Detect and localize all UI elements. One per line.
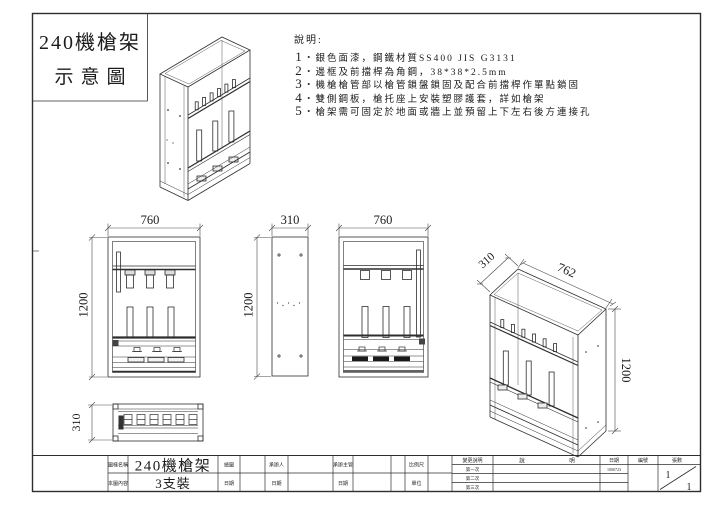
- tb-desc-left: 說: [519, 457, 525, 465]
- tb-sheet-label: 張數: [672, 457, 682, 464]
- tb-rev-row2: 第二次: [466, 475, 480, 482]
- tb-name-label: 圖樣名稱: [108, 462, 128, 469]
- note-item: 2 ‧邊框及前擋桿為角鋼，38*38*2.5mm: [294, 62, 689, 78]
- tb-desc-right: 明: [569, 458, 575, 465]
- iso-view-right: [489, 268, 607, 458]
- tb-date-label: 日期: [609, 458, 619, 464]
- tb-rev-row3: 第三次: [466, 484, 480, 491]
- note-number: 3: [295, 76, 302, 92]
- tb-sheet-num: 1: [666, 470, 671, 481]
- sheet-title-box: 240機槍架 示意圖: [33, 15, 147, 100]
- title-block-texts: 圖樣名稱 本圖內容 240機槍架 3支裝 繪圖 日期 承辦人 日期 承辦主管 日…: [108, 457, 692, 494]
- note-item: 1 ‧銀色面漆，鋼鐵材質SS400 JIS G3131: [294, 49, 689, 64]
- tb-field2-sub: 日期: [271, 481, 281, 487]
- tb-content-label: 本圖內容: [108, 480, 128, 487]
- sheet-border: [31, 12, 702, 493]
- tb-drawing-title-line2: 3支裝: [155, 476, 191, 491]
- dim-side-width: 310: [281, 213, 300, 227]
- title-block-grid: [32, 454, 701, 492]
- dim-iso-width: 762: [555, 260, 578, 280]
- iso-view-left: [159, 36, 251, 201]
- note-number: 2: [295, 62, 302, 78]
- note-text: ‧銀色面漆，鋼鐵材質SS400 JIS G3131: [304, 54, 517, 64]
- dim-side-height: 1200: [242, 293, 256, 318]
- note-item: 3 ‧機槍槍管部以槍管鎖盤鎖固及配合前擋桿作單點鎖固: [294, 76, 689, 92]
- tb-date-value: 1000723: [607, 467, 621, 472]
- dim-iso-depth: 310: [477, 250, 498, 271]
- tb-unit-label: 單位: [411, 480, 421, 487]
- sheet-title-line2: 示意圖: [54, 67, 133, 88]
- tb-rev-header: 變更說明: [462, 457, 482, 464]
- note-number: 1: [295, 49, 302, 64]
- dimensions: [88, 223, 621, 444]
- note-text: ‧雙側鋼板，槍托座上安裝塑膠護套，詳如槍架: [304, 94, 546, 105]
- note-text: ‧邊框及前擋桿為角鋼，38*38*2.5mm: [304, 67, 508, 78]
- rear-view: [338, 236, 429, 378]
- dim-iso-height: 1200: [619, 358, 633, 383]
- tb-number-label: 編號: [638, 457, 648, 464]
- tb-scale-label: 比例尺: [409, 462, 424, 469]
- note-item: 5 ‧槍架需可固定於地面或牆上並預留上下左右後方連接孔: [294, 103, 689, 119]
- front-view: [107, 236, 201, 378]
- tb-field1-label: 繪圖: [224, 462, 234, 469]
- tb-field2-label: 承辦人: [269, 462, 284, 469]
- tb-field3-sub: 日期: [338, 481, 348, 487]
- note-item: 4 ‧雙側鋼板，槍托座上安裝塑膠護套，詳如槍架: [294, 89, 689, 105]
- notes-block: 說明: 1 ‧銀色面漆，鋼鐵材質SS400 JIS G3131 2 ‧邊框及前擋…: [294, 31, 689, 119]
- tb-sheet-total: 1: [687, 482, 692, 493]
- note-text: ‧機槍槍管部以槍管鎖盤鎖固及配合前擋桿作單點鎖固: [304, 81, 581, 92]
- tb-rev-row1: 第一次: [466, 466, 480, 473]
- note-number: 4: [295, 89, 302, 105]
- note-number: 5: [295, 103, 302, 119]
- dim-front-width: 760: [141, 213, 160, 227]
- plan-view: [112, 403, 204, 442]
- dim-front-height: 1200: [77, 293, 91, 318]
- dim-plan-depth: 310: [69, 414, 83, 432]
- tb-field1-sub: 日期: [224, 481, 234, 487]
- side-view: [271, 236, 309, 377]
- note-text: ‧槍架需可固定於地面或牆上並預留上下左右後方連接孔: [304, 108, 592, 119]
- tb-field3-label: 承辦主管: [333, 462, 353, 469]
- tb-drawing-title-line1: 240機槍架: [135, 458, 212, 475]
- notes-heading: 說明:: [294, 35, 323, 46]
- dim-rear-width: 760: [374, 213, 393, 227]
- sheet-title-line1: 240機槍架: [39, 32, 141, 54]
